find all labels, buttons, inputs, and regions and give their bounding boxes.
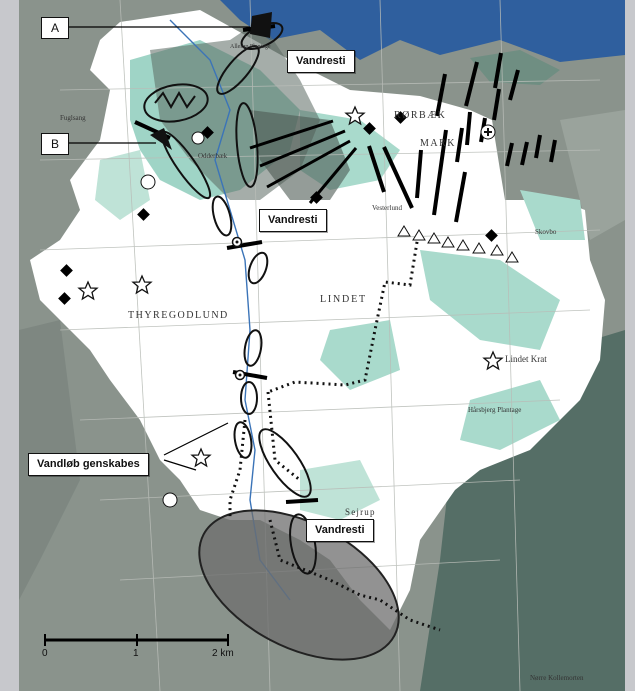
footpath-2 — [228, 419, 247, 520]
map-canvas: THYREGODLUND LINDET RØRBÆK MARK Lindet K… — [19, 0, 625, 691]
place-lindet-krat: Lindet Krat — [505, 354, 547, 364]
leader-vandlob — [163, 459, 197, 471]
ellipse-7 — [247, 251, 269, 285]
place-lindet: LINDET — [320, 294, 367, 305]
place-vesterlund: Vesterlund — [372, 204, 402, 212]
diamond-symbols — [58, 111, 498, 305]
place-sejrup: Sejrup — [345, 507, 376, 517]
star-icon — [77, 280, 99, 301]
diamond-icon — [363, 122, 376, 135]
star-symbols — [77, 105, 504, 468]
leader-vandlob-2 — [163, 422, 229, 456]
map-frame: THYREGODLUND LINDET RØRBÆK MARK Lindet K… — [19, 0, 625, 691]
meadow-west — [95, 150, 150, 220]
circle-icon — [162, 492, 178, 508]
ellipse-8 — [243, 329, 263, 367]
meadow-skovbo — [520, 190, 585, 240]
scale-tick-1: 1 — [133, 648, 139, 659]
place-odderbaek: Odderbæk — [198, 152, 228, 160]
ellipse-10 — [233, 421, 253, 459]
field-patch-ne — [560, 110, 625, 240]
ellipse-3 — [143, 83, 209, 123]
leader-lines — [68, 26, 250, 471]
cross-symbol — [480, 124, 496, 140]
marker-a-label: A — [41, 17, 69, 39]
vandresti-label-2: Vandresti — [259, 209, 327, 232]
star-icon — [190, 447, 212, 468]
place-narre: Nørre Kollemorten — [530, 674, 584, 682]
diamond-icon — [394, 111, 407, 124]
place-harsbjerg: Hårsbjerg Plantage — [468, 406, 521, 414]
diamond-icon — [201, 126, 214, 139]
circle-icon — [191, 131, 205, 145]
triangle-symbols — [397, 225, 519, 263]
meadow-east — [420, 250, 560, 350]
diamond-icon — [137, 208, 150, 221]
diamond-icon — [58, 292, 71, 305]
right-margin — [625, 0, 635, 691]
marker-a-block — [250, 12, 272, 38]
lake-shore — [470, 50, 560, 85]
star-icon — [131, 274, 153, 295]
place-fuglsang: Fuglsang — [60, 114, 86, 122]
star-icon — [344, 105, 366, 126]
vandresti-label-3: Vandresti — [306, 519, 374, 542]
place-skovbo: Skovbo — [535, 228, 557, 236]
ellipse-4 — [235, 102, 259, 188]
scale-tick-0: 0 — [42, 648, 48, 659]
diamond-icon — [60, 264, 73, 277]
stream-ellipses — [143, 22, 317, 575]
ellipse-6 — [211, 195, 233, 237]
diamond-icon — [485, 229, 498, 242]
place-thyregodlund: THYREGODLUND — [128, 310, 229, 321]
vandresti-label-1: Vandresti — [287, 50, 355, 73]
place-rorbaek: RØRBÆK — [394, 110, 446, 121]
ellipse-2 — [216, 45, 260, 95]
marker-b-label: B — [41, 133, 69, 155]
star-icon — [482, 350, 504, 371]
left-margin — [0, 0, 19, 691]
drain-lines — [367, 52, 557, 223]
scale-bar: 0 1 2 km — [42, 634, 234, 659]
place-mark: MARK — [420, 138, 456, 149]
meadow-lindet-krat — [460, 380, 560, 450]
marker-b-arrow — [150, 128, 172, 150]
meadow-sejrup — [300, 460, 380, 520]
place-allerup: Allerup Plantage — [230, 44, 271, 50]
target-symbols — [231, 236, 246, 381]
vandlob-label: Vandløb genskabes — [28, 453, 149, 476]
ellipse-11 — [258, 428, 312, 498]
meadow-centre — [320, 320, 400, 390]
ellipse-9 — [240, 381, 258, 415]
circle-icon — [140, 174, 156, 190]
diamond-icon — [310, 191, 323, 204]
footpaths — [228, 235, 441, 632]
lake — [220, 0, 625, 62]
meander-symbol — [154, 90, 196, 110]
circle-symbols — [140, 131, 205, 508]
scale-tick-2: 2 km — [212, 648, 234, 659]
